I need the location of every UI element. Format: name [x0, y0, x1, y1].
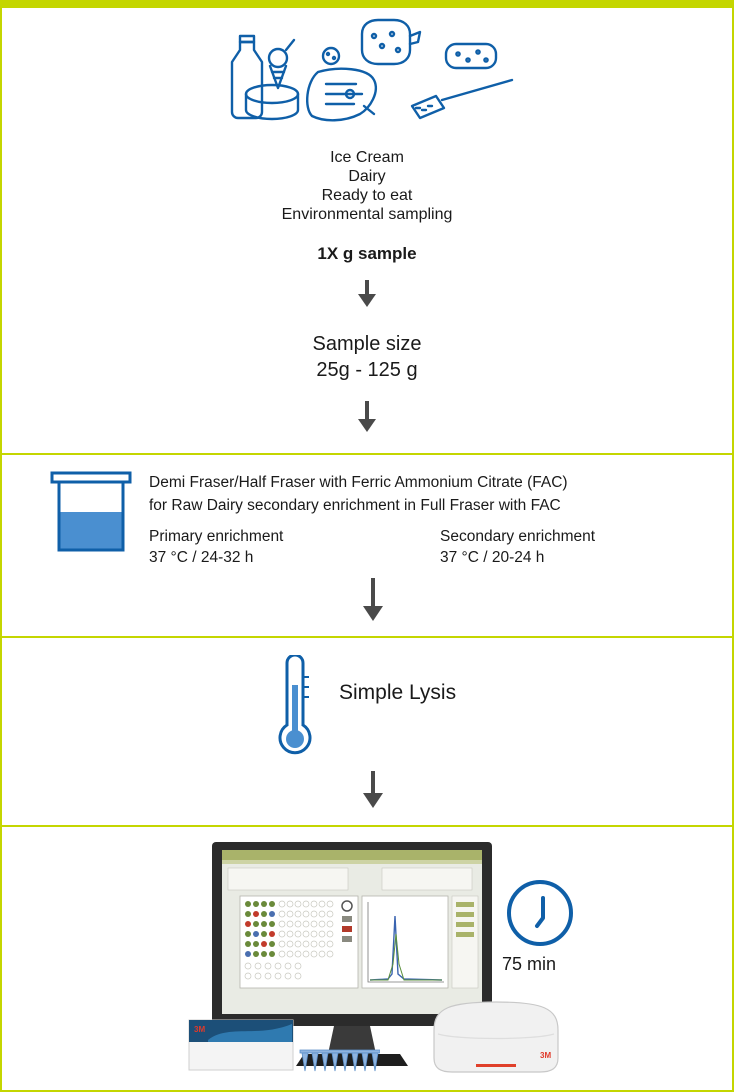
food-type-item: Ice Cream [330, 149, 404, 166]
media-line: Demi Fraser/Half Fraser with Ferric Ammo… [149, 474, 568, 491]
sample-size-range: 25g - 125 g [316, 359, 418, 381]
primary-enrichment-conditions: 37 °C / 24-32 h [149, 549, 254, 566]
secondary-enrichment-conditions: 37 °C / 20-24 h [440, 549, 545, 566]
section-divider [0, 825, 734, 827]
device-logo: 3M [540, 1051, 551, 1060]
sample-size: Sample size 25g - 125 g [0, 331, 734, 383]
media-line: for Raw Dairy secondary enrichment in Fu… [149, 497, 561, 514]
arrow-down-icon [357, 280, 377, 313]
food-type-list: Ice Cream Dairy Ready to eat Environment… [0, 148, 734, 224]
section-divider [0, 636, 734, 638]
food-samples-icon [222, 14, 518, 124]
primary-enrichment: Primary enrichment 37 °C / 24-32 h [149, 526, 283, 568]
primary-enrichment-label: Primary enrichment [149, 528, 284, 545]
pcr-tube-strip-icon [298, 1048, 381, 1074]
secondary-enrichment-label: Secondary enrichment [440, 528, 596, 545]
food-type-item: Dairy [348, 168, 386, 185]
sample-size-title: Sample size [312, 333, 422, 355]
lysis-label: Simple Lysis [339, 681, 457, 704]
food-type-item: Ready to eat [321, 187, 413, 204]
assay-time: 75 min [502, 954, 557, 974]
secondary-enrichment: Secondary enrichment 37 °C / 20-24 h [440, 526, 595, 568]
thermometer-icon [275, 653, 315, 761]
svg-text:3M: 3M [194, 1025, 205, 1034]
arrow-down-icon [362, 578, 384, 627]
clock-icon [505, 878, 575, 948]
food-type-item: Environmental sampling [281, 206, 453, 223]
assay-kit-box-icon: 3M [188, 1016, 294, 1072]
arrow-down-icon [357, 401, 377, 438]
sample-ratio: 1X g sample [317, 244, 417, 263]
computer-monitor-icon [212, 842, 492, 1074]
arrow-down-icon [362, 771, 384, 814]
detection-instrument-icon: 3M [428, 1000, 564, 1074]
section-divider [0, 453, 734, 455]
enrichment-media: Demi Fraser/Half Fraser with Ferric Ammo… [149, 471, 568, 517]
enrichment-container-icon [50, 470, 132, 556]
